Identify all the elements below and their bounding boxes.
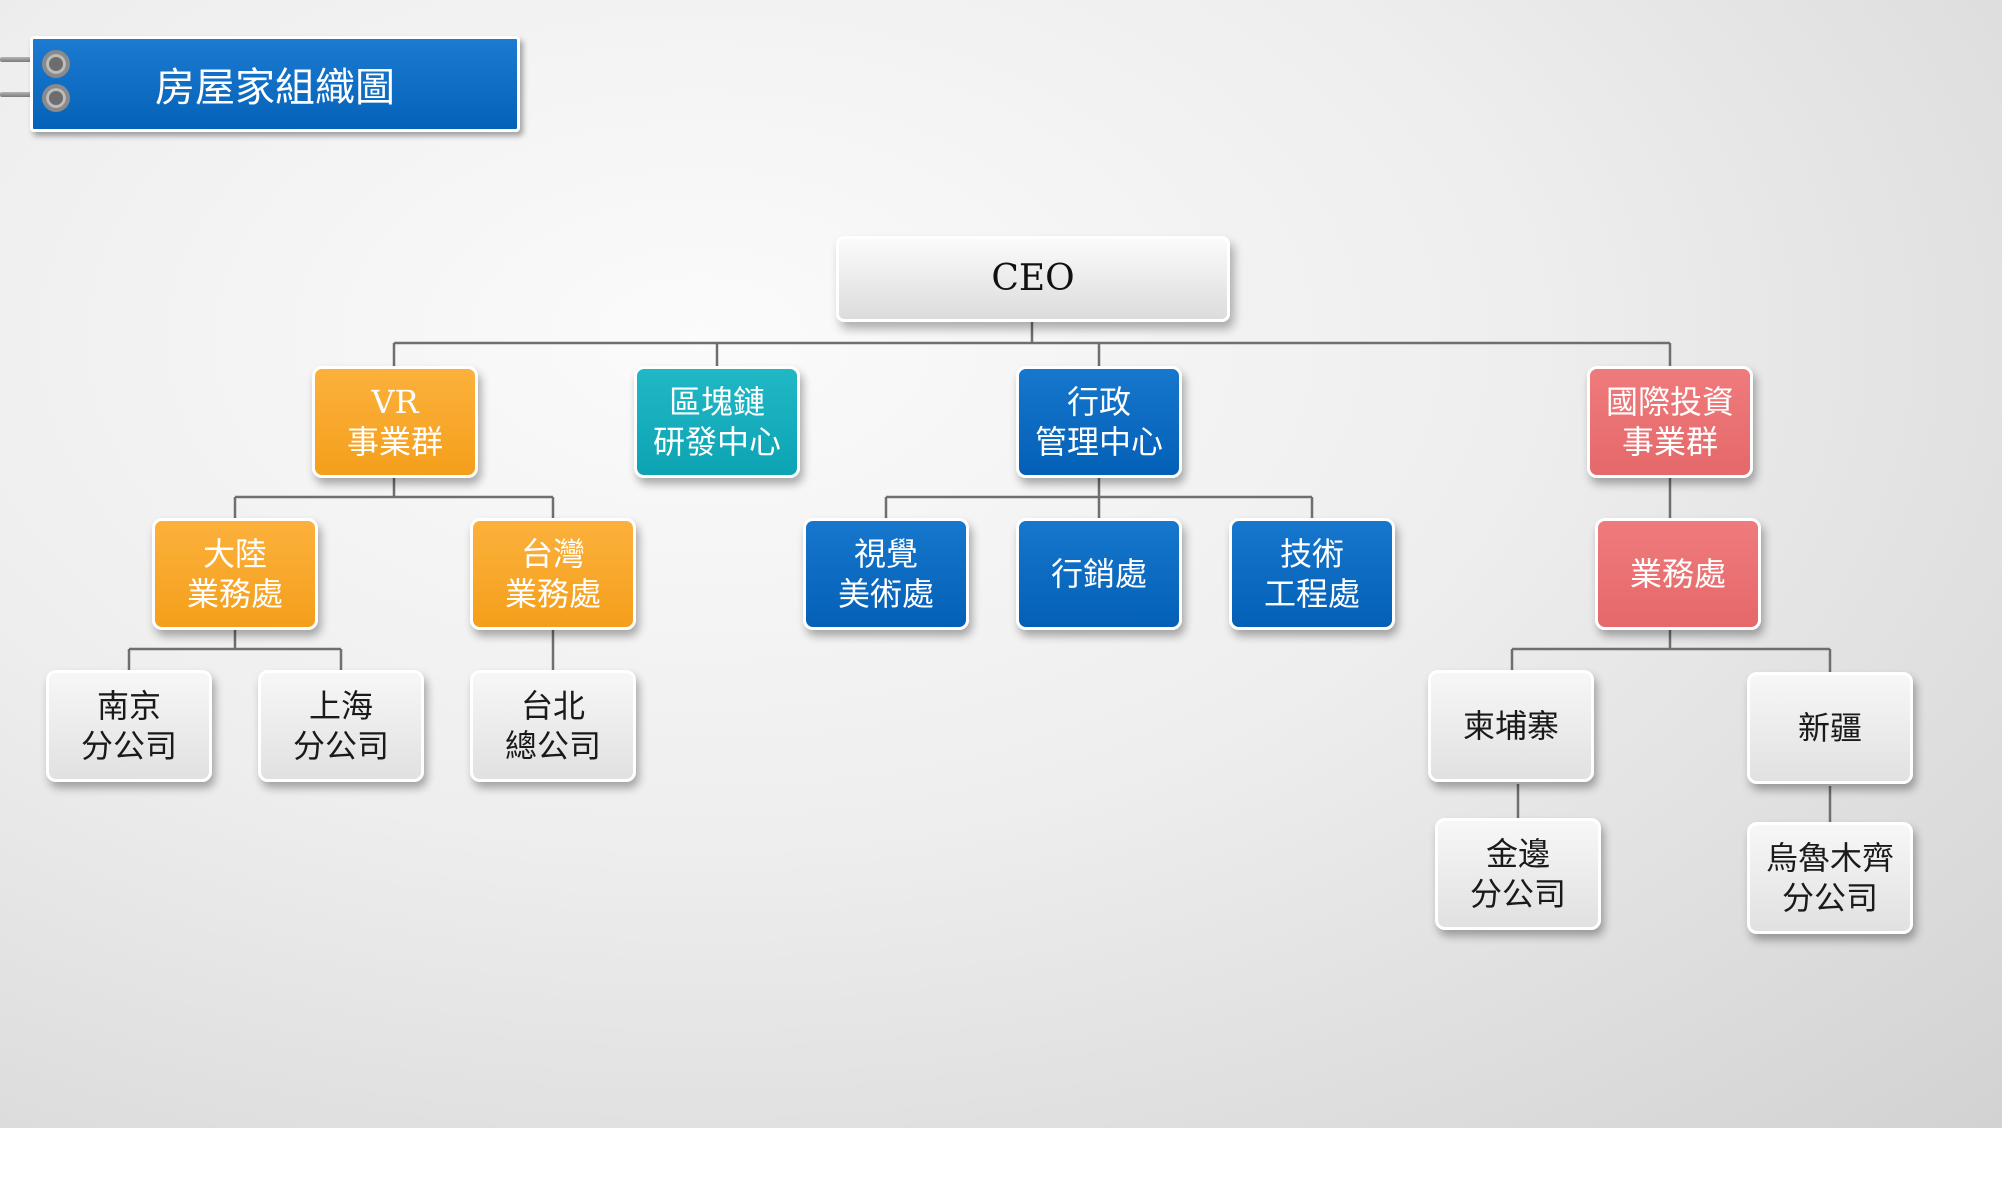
node-label: 管理中心 [1034, 423, 1163, 461]
node-label: 金邊 [1485, 835, 1550, 873]
title-banner: 房屋家組織圖 [30, 36, 520, 132]
node-label: 事業群 [346, 423, 443, 461]
node-vr-division[interactable]: VR 事業群 [312, 366, 478, 478]
org-chart-connectors [127, 320, 1832, 824]
node-label: CEO [991, 258, 1075, 299]
binder-ring-icon [42, 84, 70, 112]
node-label: 分公司 [292, 727, 389, 765]
node-label: 台北 [520, 687, 585, 725]
node-tech-engineering[interactable]: 技術 工程處 [1229, 518, 1395, 630]
node-intl-sales[interactable]: 業務處 [1595, 518, 1761, 630]
node-label: 大陸 [202, 535, 267, 573]
node-urumqi-branch[interactable]: 烏魯木齊 分公司 [1747, 822, 1913, 934]
node-label: 分公司 [1781, 879, 1878, 917]
node-label: 技術 [1279, 535, 1344, 573]
node-label: 業務處 [504, 575, 601, 613]
node-label: 國際投資 [1605, 383, 1734, 421]
binder-bar [0, 57, 48, 62]
page-title: 房屋家組織圖 [155, 65, 395, 111]
node-visual-arts[interactable]: 視覺 美術處 [803, 518, 969, 630]
node-label: 烏魯木齊 [1765, 839, 1894, 877]
node-label: 事業群 [1621, 423, 1718, 461]
node-label: 視覺 [853, 535, 918, 573]
node-blockchain-rd[interactable]: 區塊鏈 研發中心 [634, 366, 800, 478]
node-xinjiang[interactable]: 新疆 [1747, 672, 1913, 784]
node-label: 台灣 [520, 535, 585, 573]
node-phnom-penh-branch[interactable]: 金邊 分公司 [1435, 818, 1601, 930]
node-admin-center[interactable]: 行政 管理中心 [1016, 366, 1182, 478]
node-label: 業務處 [186, 575, 283, 613]
node-marketing[interactable]: 行銷處 [1016, 518, 1182, 630]
binder-bar [0, 92, 48, 97]
node-nanjing-branch[interactable]: 南京 分公司 [46, 670, 212, 782]
node-label: 區塊鏈 [668, 383, 765, 421]
node-label: 業務處 [1629, 555, 1726, 593]
node-shanghai-branch[interactable]: 上海 分公司 [258, 670, 424, 782]
node-label: 新疆 [1797, 709, 1862, 747]
node-label: 研發中心 [652, 423, 781, 461]
node-label: 工程處 [1263, 575, 1360, 613]
node-label: VR [371, 383, 419, 421]
node-cambodia[interactable]: 柬埔寨 [1428, 670, 1594, 782]
node-intl-investment[interactable]: 國際投資 事業群 [1587, 366, 1753, 478]
slide-background: 房屋家組織圖 [0, 0, 2002, 1128]
node-label: 行銷處 [1050, 555, 1147, 593]
node-label: 分公司 [1469, 875, 1566, 913]
node-label: 分公司 [80, 727, 177, 765]
node-label: 上海 [308, 687, 373, 725]
node-label: 行政 [1066, 383, 1131, 421]
node-mainland-sales[interactable]: 大陸 業務處 [152, 518, 318, 630]
node-ceo[interactable]: CEO [836, 236, 1230, 322]
node-taipei-hq[interactable]: 台北 總公司 [470, 670, 636, 782]
node-taiwan-sales[interactable]: 台灣 業務處 [470, 518, 636, 630]
node-label: 柬埔寨 [1462, 707, 1559, 745]
node-label: 總公司 [504, 727, 601, 765]
node-label: 南京 [96, 687, 161, 725]
node-label: 美術處 [837, 575, 934, 613]
binder-ring-icon [42, 50, 70, 78]
